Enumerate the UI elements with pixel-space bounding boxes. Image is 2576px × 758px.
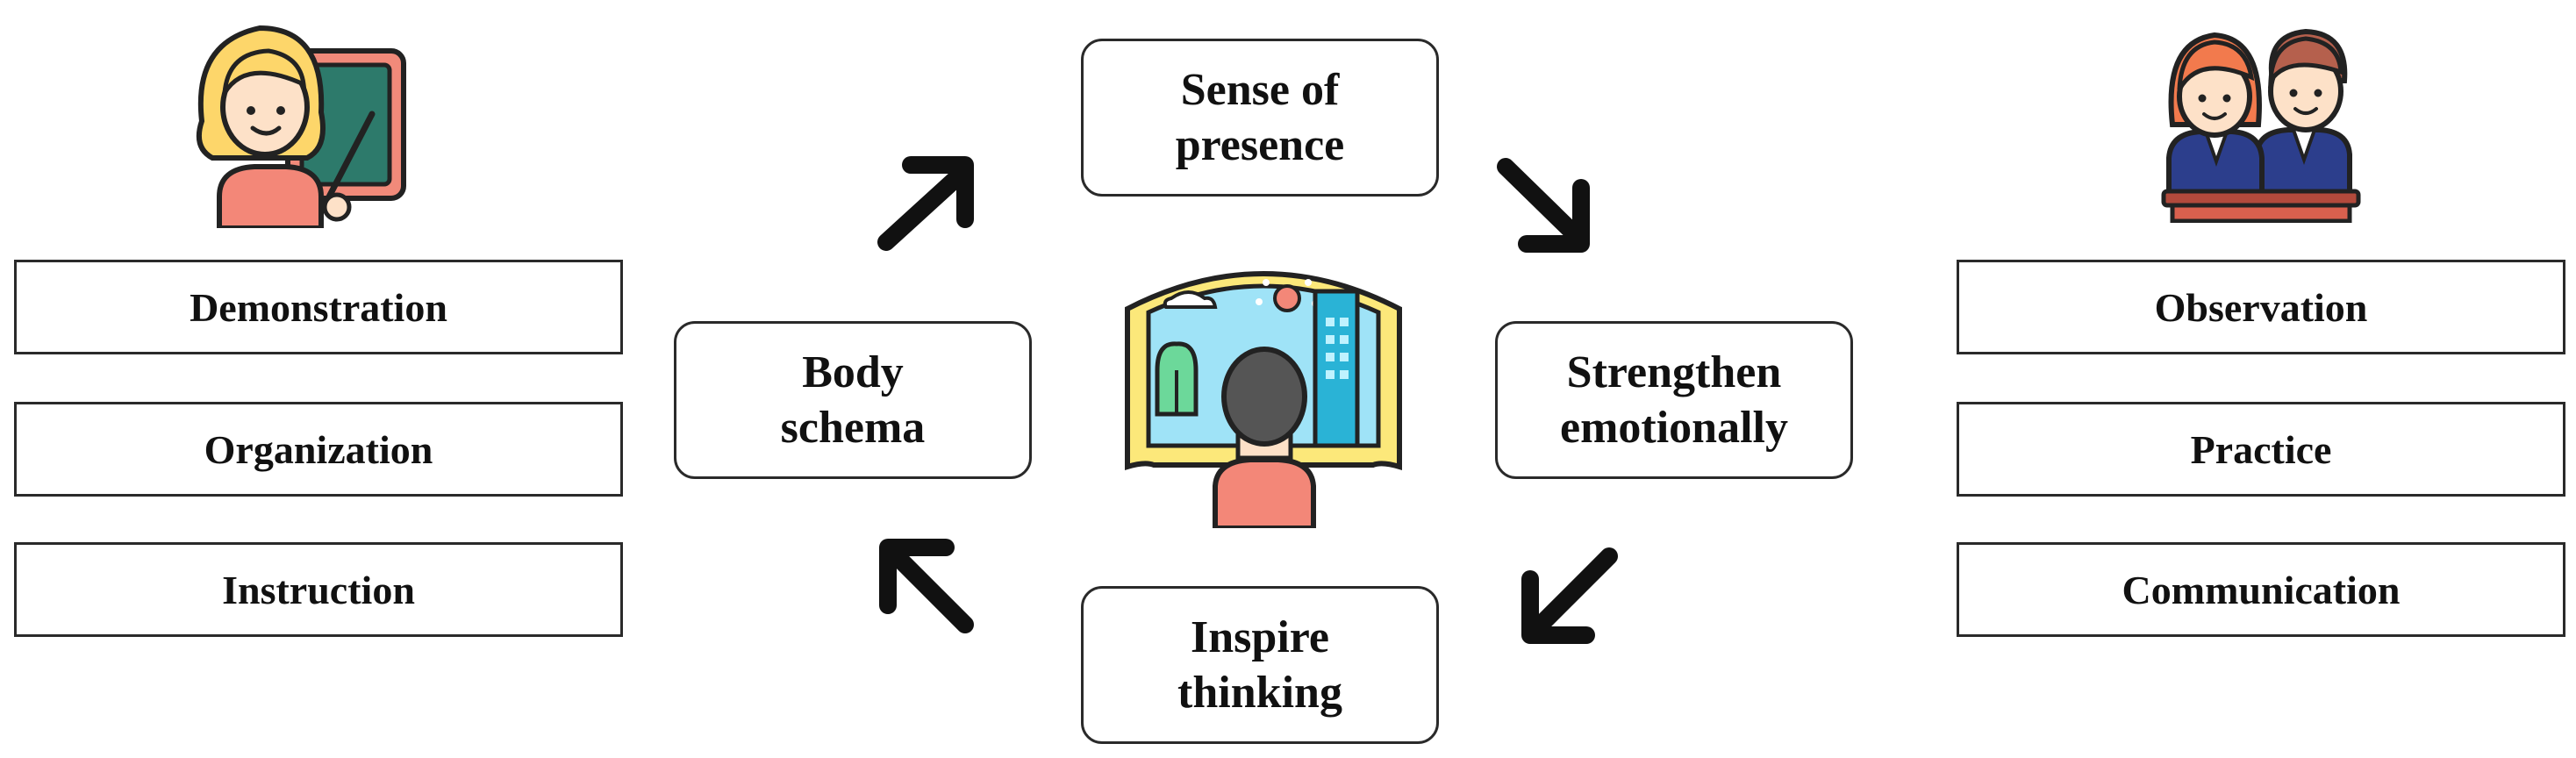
- arrow-down-right-icon: [1497, 158, 1590, 253]
- teacher-at-board-icon: [197, 25, 406, 228]
- arrow-up-right-icon: [877, 156, 974, 251]
- label: Communication: [2122, 567, 2401, 612]
- cycle-node-body-schema: Body schema: [674, 321, 1032, 479]
- label: Practice: [2190, 426, 2332, 472]
- label: Strengthen emotionally: [1560, 347, 1788, 453]
- student-role-practice: Practice: [1957, 402, 2565, 497]
- teacher-role-demonstration: Demonstration: [14, 260, 623, 354]
- label: Observation: [2154, 284, 2368, 330]
- label: Organization: [204, 426, 433, 472]
- teacher-role-organization: Organization: [14, 402, 623, 497]
- cycle-node-sense-of-presence: Sense of presence: [1081, 39, 1439, 197]
- arrow-up-left-icon: [879, 539, 974, 633]
- cycle-node-strengthen-emotionally: Strengthen emotionally: [1495, 321, 1853, 479]
- label: Body schema: [780, 347, 926, 453]
- student-role-communication: Communication: [1957, 542, 2565, 637]
- arrow-down-left-icon: [1521, 547, 1618, 644]
- two-students-icon: [2161, 28, 2361, 223]
- label: Inspire thinking: [1177, 611, 1342, 718]
- label: Instruction: [222, 567, 415, 612]
- cycle-node-inspire-thinking: Inspire thinking: [1081, 586, 1439, 744]
- teacher-role-instruction: Instruction: [14, 542, 623, 637]
- student-role-observation: Observation: [1957, 260, 2565, 354]
- vr-immersive-viewer-icon: [1125, 271, 1402, 528]
- label: Demonstration: [190, 284, 447, 330]
- label: Sense of presence: [1175, 64, 1345, 170]
